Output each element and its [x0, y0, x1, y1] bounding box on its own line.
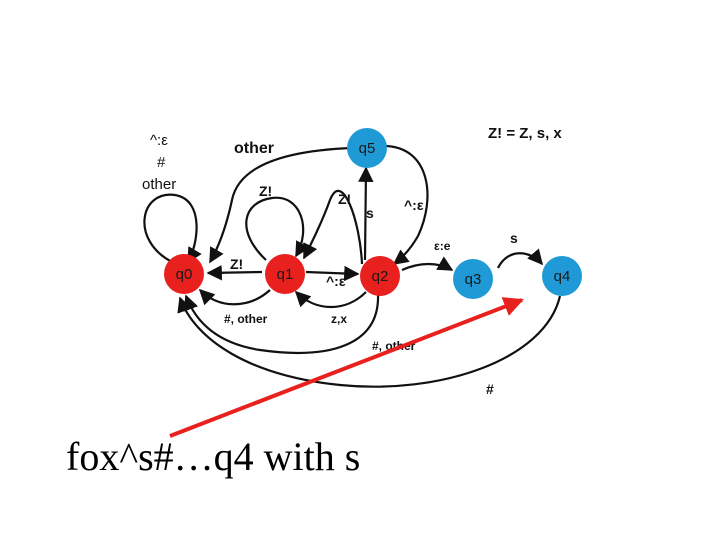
state-q5-label: q5	[359, 140, 376, 157]
edge-q4-to-q0	[177, 295, 562, 388]
state-q1-circle	[265, 254, 305, 294]
label-q2-back-q0: #, other	[372, 339, 416, 353]
label-q3-to-q4: s	[510, 230, 518, 246]
state-q0-circle	[164, 254, 204, 294]
state-q3-circle	[453, 259, 493, 299]
edge-labels: ^:ε # other other Z! Z! s ^:ε Z! ^:ε #, …	[142, 132, 518, 397]
edge-q2-to-q3	[401, 256, 454, 272]
edge-q2-to-q1	[303, 190, 364, 265]
label-q5-to-q2: ^:ε	[404, 197, 424, 213]
definition-text: Z! = Z, s, x	[488, 125, 562, 142]
state-q2-label: q2	[372, 268, 389, 285]
label-q5-to-q0: other	[234, 140, 274, 157]
label-q1-to-q0: Z!	[230, 256, 243, 272]
edges	[143, 144, 562, 388]
states: q0 q1 q2 q3 q4 q5	[164, 128, 582, 299]
edge-q0-self	[143, 193, 202, 264]
edge-q5-to-q2	[385, 144, 429, 265]
edge-q1-to-q0	[206, 265, 263, 281]
edge-q2-back-q0	[183, 293, 380, 354]
state-q5: q5	[347, 128, 387, 168]
label-q0-self-1: ^:ε	[150, 132, 168, 149]
state-q5-circle	[347, 128, 387, 168]
state-q4-circle	[542, 256, 582, 296]
label-q2-to-q3: ε:e	[434, 239, 451, 253]
edge-q5-to-q0	[209, 146, 353, 264]
label-q0-self-3: other	[142, 176, 176, 193]
state-q4: q4	[542, 256, 582, 296]
edge-q1-back-q0	[198, 288, 271, 306]
state-q3-label: q3	[465, 271, 482, 288]
state-q1: q1	[265, 254, 305, 294]
edge-q2-back-q1	[294, 290, 367, 309]
state-q2: q2	[360, 256, 400, 296]
label-q1-to-q2: ^:ε	[326, 273, 346, 289]
label-q1-self: Z!	[259, 183, 272, 199]
state-q1-label: q1	[277, 266, 294, 283]
caption-text: fox^s#…q4 with s	[66, 434, 360, 479]
state-q0: q0	[164, 254, 204, 294]
label-q0-self-2: #	[157, 154, 166, 171]
state-q4-label: q4	[554, 268, 571, 285]
state-q2-circle	[360, 256, 400, 296]
state-q3: q3	[453, 259, 493, 299]
label-q4-to-q0: #	[486, 381, 494, 397]
state-q0-label: q0	[176, 266, 193, 283]
label-q2-back-q1: z,x	[331, 312, 347, 326]
edge-q2-to-q5	[358, 166, 374, 261]
edge-q1-self	[245, 196, 310, 261]
label-q1-back-q0: #, other	[224, 312, 268, 326]
red-annotation-arrow	[169, 297, 524, 438]
edge-q1-to-q2	[305, 265, 360, 282]
label-q2-to-q1: Z!	[338, 191, 351, 207]
edge-q3-to-q4	[497, 248, 544, 269]
label-q2-to-q5: s	[366, 205, 374, 221]
